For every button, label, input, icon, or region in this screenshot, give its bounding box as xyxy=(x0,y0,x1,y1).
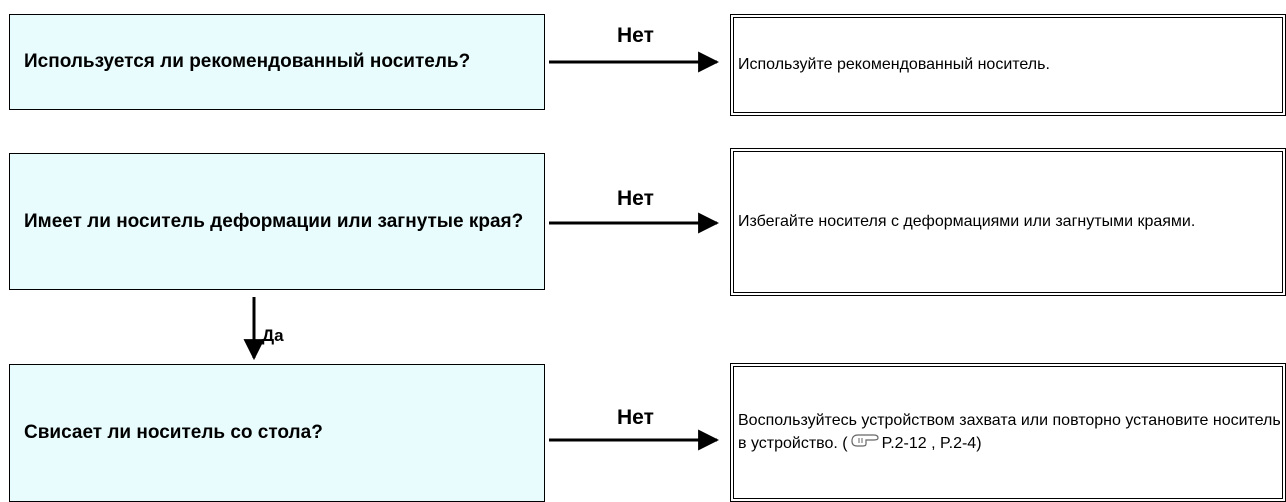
question-text: Используется ли рекомендованный носитель… xyxy=(24,51,471,72)
question-box-3: Свисает ли носитель со стола? xyxy=(9,364,545,502)
question-text: Свисает ли носитель со стола? xyxy=(24,422,323,443)
answer-text: Воспользуйтесь устройством захвата или п… xyxy=(738,410,1282,455)
answer-text: Избегайте носителя с деформациями или за… xyxy=(738,213,1196,230)
question-text: Имеет ли носитель деформации или загнуты… xyxy=(24,210,524,232)
answer-box-3: Воспользуйтесь устройством захвата или п… xyxy=(730,363,1286,502)
answer-box-2: Избегайте носителя с деформациями или за… xyxy=(730,148,1286,296)
answer-box-1: Используйте рекомендованный носитель. xyxy=(730,14,1286,116)
question-box-1: Используется ли рекомендованный носитель… xyxy=(9,14,545,110)
no-label: Нет xyxy=(617,24,654,47)
no-label: Нет xyxy=(617,406,654,429)
no-label: Нет xyxy=(617,187,654,210)
answer-text: Используйте рекомендованный носитель. xyxy=(738,56,1050,73)
yes-label: Да xyxy=(262,326,284,345)
pointing-hand-icon xyxy=(850,432,880,455)
question-box-2: Имеет ли носитель деформации или загнуты… xyxy=(9,153,545,290)
